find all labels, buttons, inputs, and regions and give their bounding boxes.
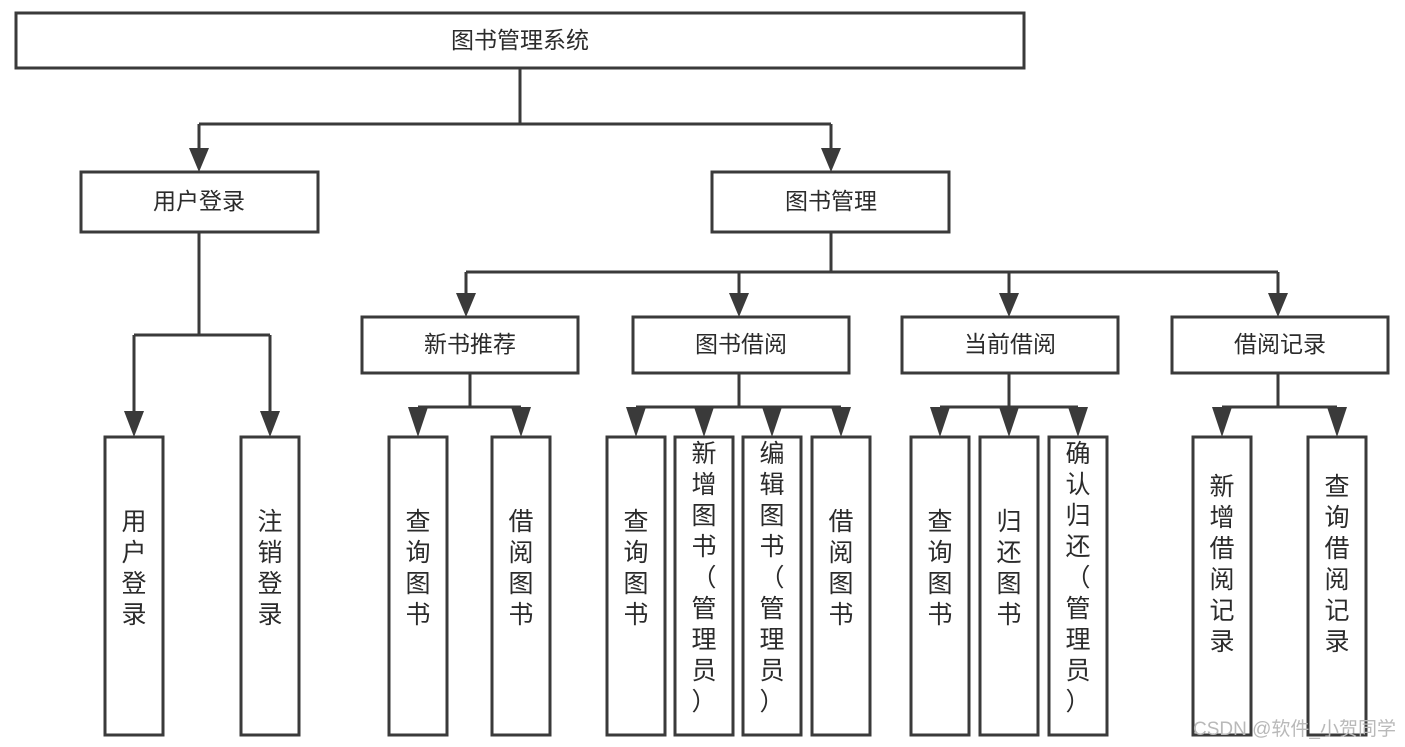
arrow-head-cb-leaf-1 xyxy=(930,407,950,437)
node-new-book-recommend-box[interactable] xyxy=(360,315,580,375)
arrow-head-bb-leaf-2 xyxy=(694,407,714,437)
node-borrow-record[interactable]: 借阅记录 xyxy=(1170,315,1390,375)
connector-current-borrow-to-leaves xyxy=(930,373,1088,437)
leaf-node-bb-borrow-book-label: 借阅图书 xyxy=(828,508,853,629)
leaf-node-br-query-record[interactable]: 查询借阅记录 xyxy=(1306,435,1368,737)
node-book-borrow-label: 图书借阅 xyxy=(695,331,787,357)
connector-borrow-record-to-leaves xyxy=(1212,373,1347,437)
leaf-node-bb-borrow-book[interactable]: 借阅图书 xyxy=(810,435,872,737)
node-user-login-box[interactable] xyxy=(79,170,320,234)
arrow-head-br-leaf-1 xyxy=(1212,407,1232,437)
leaf-node-nbr-query-book-box[interactable] xyxy=(387,435,449,737)
node-book-borrow[interactable]: 图书借阅 xyxy=(631,315,851,375)
arrow-head-current-borrow xyxy=(999,293,1019,317)
arrow-head-borrow-record xyxy=(1268,293,1288,317)
leaf-node-cb-confirm-return-admin[interactable]: 确认归还（管理员） xyxy=(1047,435,1109,737)
leaf-node-user-login-login-box[interactable] xyxy=(103,435,165,737)
leaf-node-br-add-record-box[interactable] xyxy=(1191,435,1253,737)
leaf-node-bb-query-book[interactable]: 查询图书 xyxy=(605,435,667,737)
node-new-book-recommend-label: 新书推荐 xyxy=(424,331,516,357)
leaf-node-cb-query-book[interactable]: 查询图书 xyxy=(909,435,971,737)
arrow-head-nbr-leaf-2 xyxy=(511,407,531,437)
leaf-node-cb-return-book-box[interactable] xyxy=(978,435,1040,737)
leaf-node-nbr-borrow-book[interactable]: 借阅图书 xyxy=(490,435,552,737)
connector-book-mgmt-to-level3 xyxy=(456,232,1288,317)
leaf-node-bb-edit-book-admin-box[interactable] xyxy=(741,435,803,737)
leaf-node-user-login-login[interactable]: 用户登录 xyxy=(103,435,165,737)
leaf-node-user-login-logout-box[interactable] xyxy=(239,435,301,737)
arrow-head-user-login xyxy=(189,148,209,172)
leaf-node-br-add-record-label: 新增借阅记录 xyxy=(1209,473,1234,656)
connector-user-login-to-leaves xyxy=(124,232,280,437)
leaf-node-nbr-query-book[interactable]: 查询图书 xyxy=(387,435,449,737)
arrow-head-ul-leaf-1 xyxy=(124,411,144,437)
node-book-management[interactable]: 图书管理 xyxy=(710,170,951,234)
connector-book-borrow-to-leaves xyxy=(626,373,851,437)
leaf-node-bb-edit-book-admin-label: 编辑图书（管理员） xyxy=(759,440,784,716)
node-borrow-record-label: 借阅记录 xyxy=(1234,331,1326,357)
node-current-borrow-box[interactable] xyxy=(900,315,1120,375)
leaf-node-cb-query-book-label: 查询图书 xyxy=(927,508,952,629)
csdn-watermark: CSDN @软件_小贺同学 xyxy=(1193,718,1396,740)
leaf-node-br-query-record-box[interactable] xyxy=(1306,435,1368,737)
node-user-login-label: 用户登录 xyxy=(153,188,245,214)
arrow-head-book-mgmt xyxy=(821,148,841,172)
leaf-node-bb-add-book-admin[interactable]: 新增图书（管理员） xyxy=(673,435,735,737)
node-root-system-box[interactable] xyxy=(14,11,1026,70)
node-book-borrow-box[interactable] xyxy=(631,315,851,375)
arrow-head-nbr-leaf-1 xyxy=(408,407,428,437)
leaf-node-cb-return-book-label: 归还图书 xyxy=(996,508,1021,629)
leaf-node-br-query-record-label: 查询借阅记录 xyxy=(1324,473,1349,656)
leaf-node-nbr-borrow-book-box[interactable] xyxy=(490,435,552,737)
node-book-management-box[interactable] xyxy=(710,170,951,234)
leaf-node-cb-confirm-return-admin-label: 确认归还（管理员） xyxy=(1065,440,1090,716)
leaf-node-user-login-logout[interactable]: 注销登录 xyxy=(239,435,301,737)
leaf-node-nbr-query-book-label: 查询图书 xyxy=(405,508,430,629)
arrow-head-bb-leaf-4 xyxy=(831,407,851,437)
leaf-node-user-login-logout-label: 注销登录 xyxy=(257,508,282,629)
leaf-node-user-login-login-label: 用户登录 xyxy=(121,508,146,629)
leaf-node-br-add-record[interactable]: 新增借阅记录 xyxy=(1191,435,1253,737)
connector-new-book-recommend-to-leaves xyxy=(408,373,531,437)
leaf-node-bb-query-book-label: 查询图书 xyxy=(623,508,648,629)
node-root-system-label: 图书管理系统 xyxy=(451,27,589,53)
node-root-system[interactable]: 图书管理系统 xyxy=(14,11,1026,70)
node-user-login[interactable]: 用户登录 xyxy=(79,170,320,234)
leaf-node-bb-add-book-admin-label: 新增图书（管理员） xyxy=(691,440,716,716)
leaf-node-cb-query-book-box[interactable] xyxy=(909,435,971,737)
node-current-borrow[interactable]: 当前借阅 xyxy=(900,315,1120,375)
leaf-node-bb-edit-book-admin[interactable]: 编辑图书（管理员） xyxy=(741,435,803,737)
arrow-head-new-book-recommend xyxy=(456,293,476,317)
connector-root-to-level2 xyxy=(189,68,841,172)
node-new-book-recommend[interactable]: 新书推荐 xyxy=(360,315,580,375)
arrow-head-ul-leaf-2 xyxy=(260,411,280,437)
arrow-head-book-borrow xyxy=(729,293,749,317)
arrow-head-cb-leaf-2 xyxy=(999,407,1019,437)
leaf-node-cb-confirm-return-admin-box[interactable] xyxy=(1047,435,1109,737)
node-borrow-record-box[interactable] xyxy=(1170,315,1390,375)
leaf-node-bb-borrow-book-box[interactable] xyxy=(810,435,872,737)
leaf-node-cb-return-book[interactable]: 归还图书 xyxy=(978,435,1040,737)
node-book-management-label: 图书管理 xyxy=(785,188,877,214)
node-current-borrow-label: 当前借阅 xyxy=(964,331,1056,357)
leaf-node-bb-query-book-box[interactable] xyxy=(605,435,667,737)
leaf-node-bb-add-book-admin-box[interactable] xyxy=(673,435,735,737)
arrow-head-bb-leaf-3 xyxy=(762,407,782,437)
arrow-head-bb-leaf-1 xyxy=(626,407,646,437)
arrow-head-br-leaf-2 xyxy=(1327,407,1347,437)
arrow-head-cb-leaf-3 xyxy=(1068,407,1088,437)
leaf-node-nbr-borrow-book-label: 借阅图书 xyxy=(508,508,533,629)
